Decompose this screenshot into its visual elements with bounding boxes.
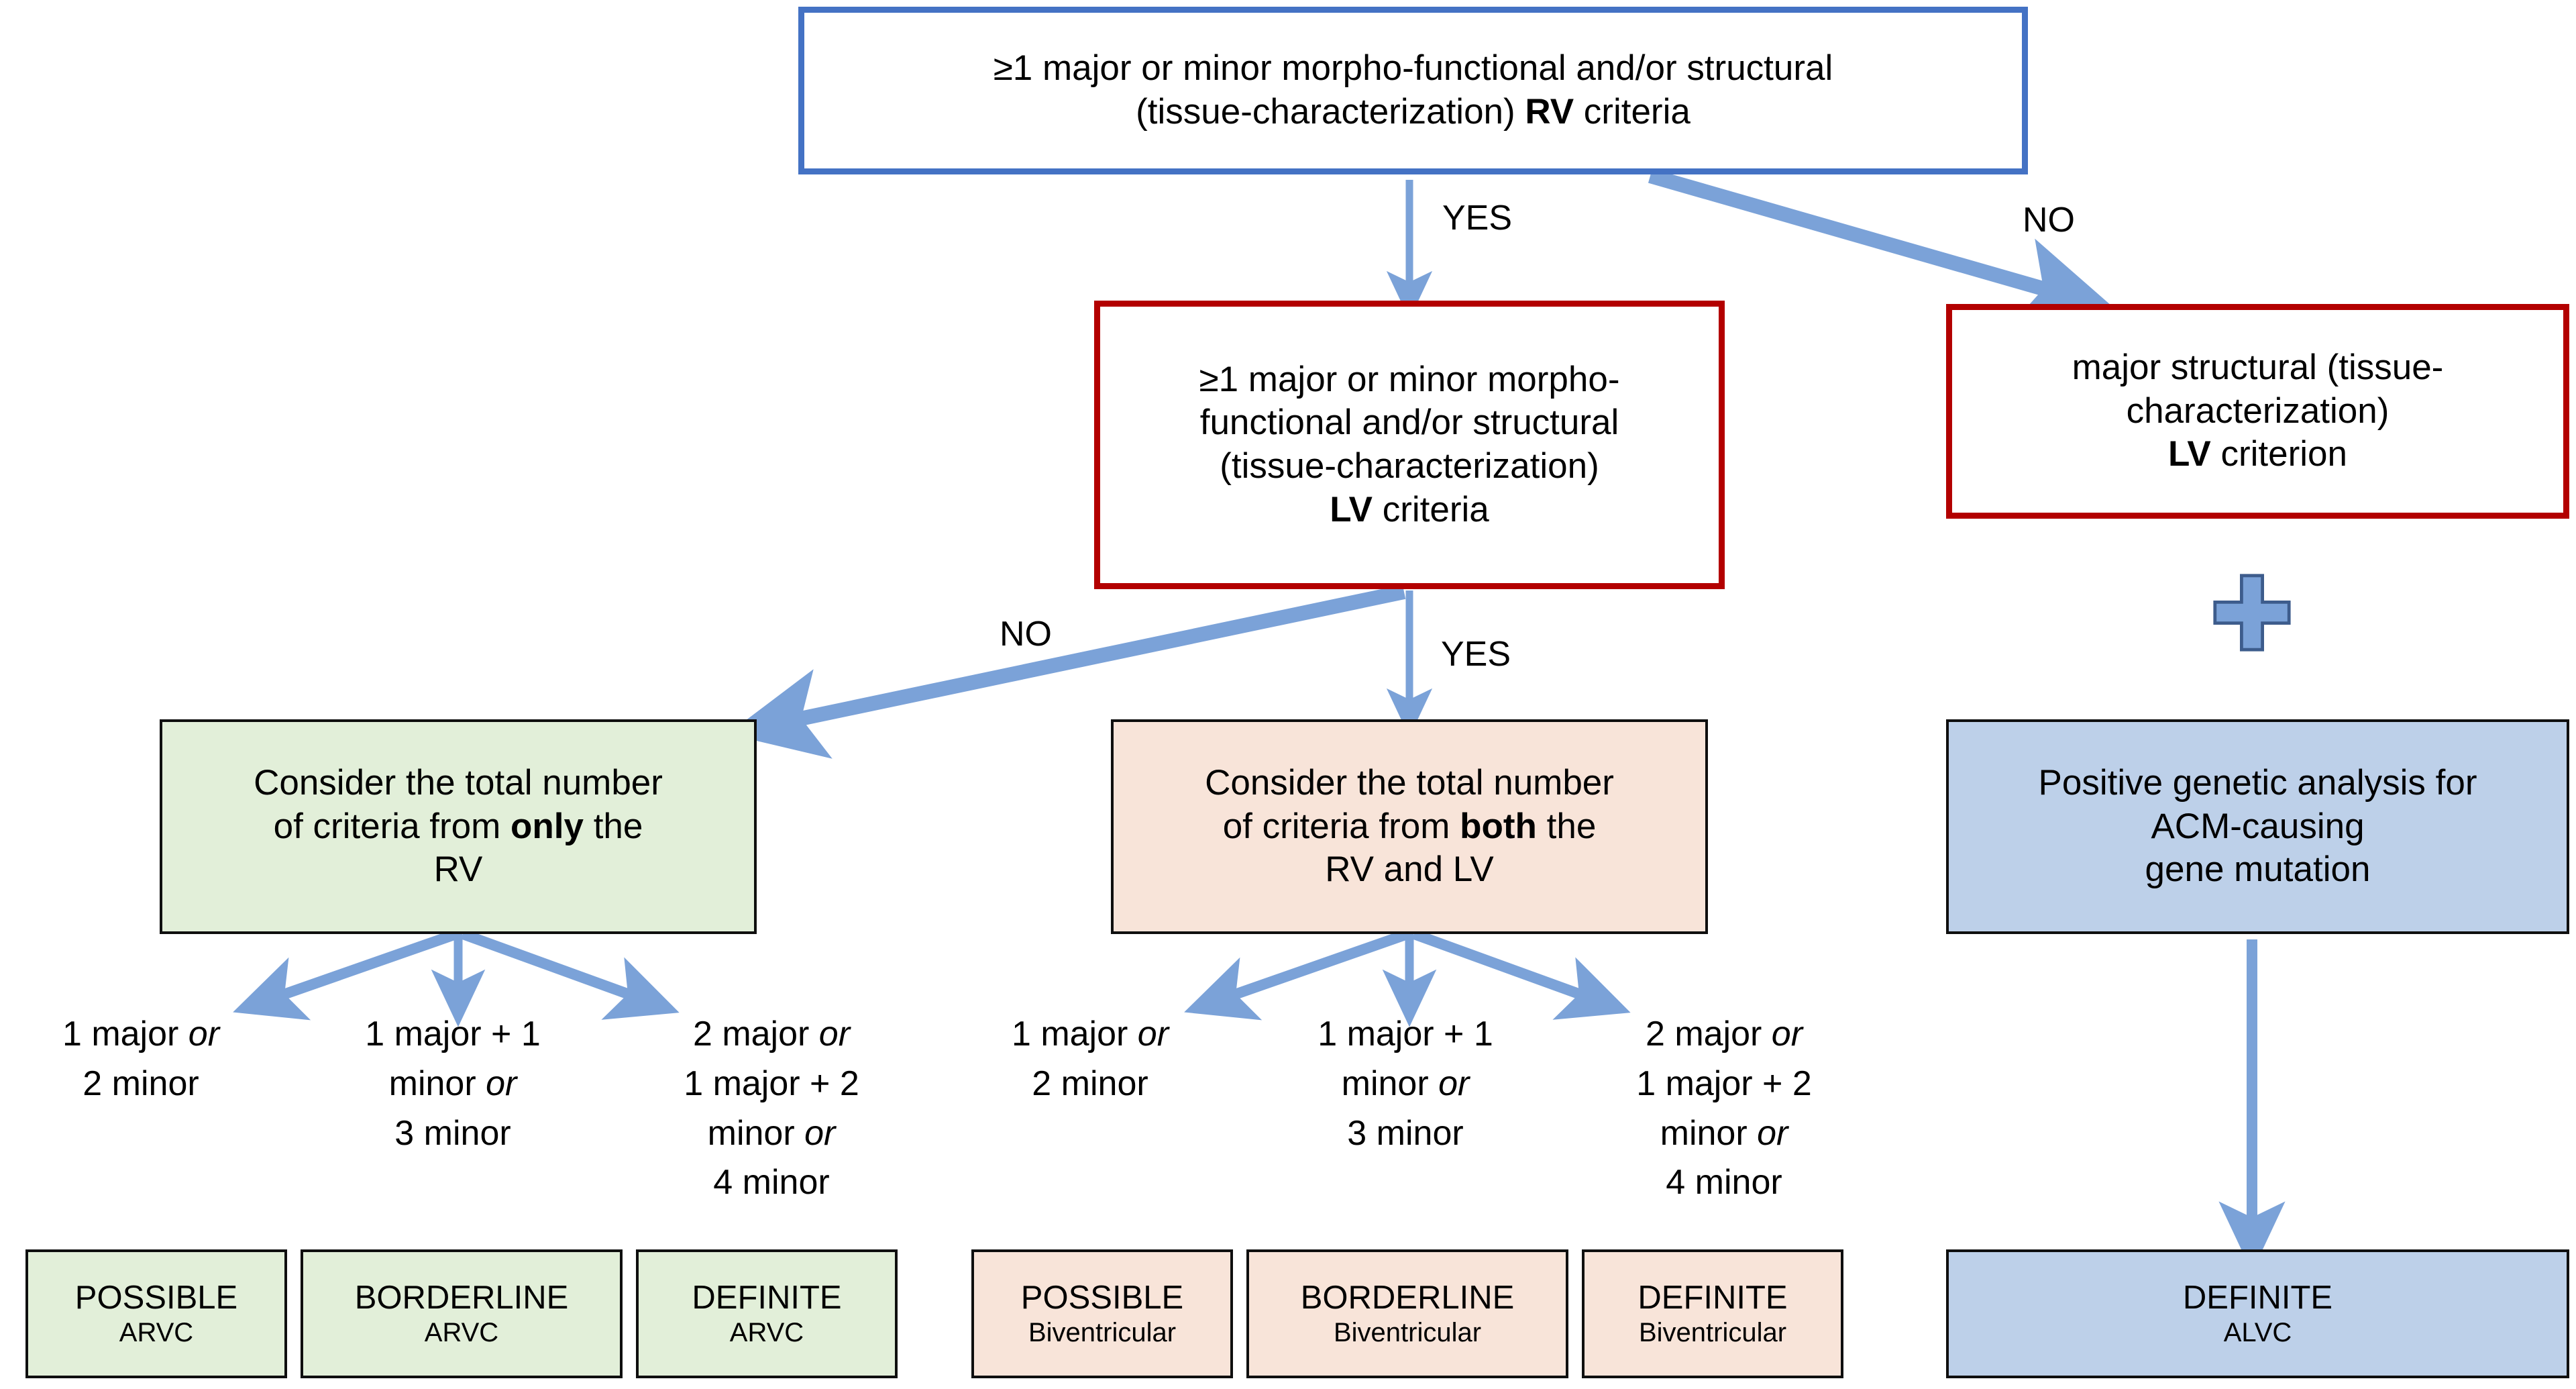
arrow-top-no bbox=[1648, 168, 2116, 327]
node-lv-criteria-line4: LV criteria bbox=[1330, 488, 1489, 532]
outcome-title: POSSIBLE bbox=[74, 1280, 238, 1317]
node-lv-criterion-line2: characterization) bbox=[2126, 391, 2390, 431]
node-lv-criteria-line3: (tissue-characterization) bbox=[1220, 446, 1599, 486]
criteria-biv-0: 1 major or 2 minor bbox=[976, 1010, 1204, 1109]
arrow-biv-right bbox=[1412, 929, 1631, 1020]
consider-both-line2-bold: both bbox=[1460, 806, 1537, 846]
consider-rv-line2-post: the bbox=[583, 806, 643, 846]
outcome-sub: Biventricular bbox=[1028, 1318, 1177, 1348]
genetic-line3: gene mutation bbox=[2145, 850, 2371, 890]
arrow-rv-left bbox=[233, 929, 458, 1021]
criteria-line: 4 minor bbox=[713, 1163, 830, 1202]
consider-both-line1: Consider the total number bbox=[1205, 763, 1614, 803]
node-rv-criteria-line2: (tissue-characterization) RV criteria bbox=[1136, 91, 1690, 134]
node-lv-criteria-line1: ≥1 major or minor morpho- bbox=[1199, 359, 1620, 399]
criteria-line: 3 minor bbox=[394, 1113, 511, 1153]
outcome-arvc-1[interactable]: BORDERLINE ARVC bbox=[301, 1249, 623, 1378]
criteria-rv-0: 1 major or 2 minor bbox=[27, 1010, 255, 1109]
outcome-biventricular-2[interactable]: DEFINITE Biventricular bbox=[1582, 1249, 1843, 1378]
outcome-title: DEFINITE bbox=[2182, 1280, 2333, 1317]
edge-label-top-yes: YES bbox=[1442, 199, 1513, 238]
criteria-line: 2 major or bbox=[1645, 1015, 1803, 1053]
consider-rv-line1: Consider the total number bbox=[254, 763, 663, 803]
outcome-title: POSSIBLE bbox=[1020, 1280, 1184, 1317]
criteria-line: 1 major + 2 bbox=[1636, 1064, 1812, 1103]
node-rv-criteria-line1: ≥1 major or minor morpho-functional and/… bbox=[993, 48, 1833, 89]
outcome-sub: ARVC bbox=[119, 1318, 194, 1348]
lv-criterion-post: criterion bbox=[2210, 434, 2348, 474]
genetic-line2: ACM-causing bbox=[2151, 806, 2365, 846]
node-lv-criterion-line1: major structural (tissue- bbox=[2072, 348, 2444, 388]
consider-both-line2-pre: of criteria from bbox=[1222, 806, 1460, 846]
outcome-sub: Biventricular bbox=[1333, 1318, 1482, 1348]
outcome-title: BORDERLINE bbox=[1300, 1280, 1515, 1317]
genetic-line1: Positive genetic analysis for bbox=[2038, 763, 2477, 803]
outcome-arvc-0[interactable]: POSSIBLE ARVC bbox=[25, 1249, 287, 1378]
node-consider-rv-only[interactable]: Consider the total number of criteria fr… bbox=[160, 719, 757, 934]
consider-rv-line3: RV bbox=[433, 850, 483, 890]
consider-both-line2-post: the bbox=[1536, 806, 1597, 846]
arrow-second-no bbox=[727, 584, 1406, 759]
outcome-title: DEFINITE bbox=[1638, 1280, 1788, 1317]
rv-line2-bold: RV bbox=[1525, 92, 1574, 132]
node-lv-criterion-line3: LV criterion bbox=[2168, 433, 2347, 476]
node-rv-criteria[interactable]: ≥1 major or minor morpho-functional and/… bbox=[798, 7, 2028, 174]
criteria-line: minor or bbox=[1341, 1064, 1470, 1103]
edge-label-second-no: NO bbox=[1000, 615, 1052, 654]
criteria-line: 1 major + 2 bbox=[684, 1064, 859, 1103]
criteria-line: 1 major or bbox=[1011, 1015, 1169, 1053]
criteria-line: 1 major + 1 bbox=[1318, 1015, 1493, 1053]
edge-label-top-no: NO bbox=[2023, 201, 2075, 240]
lv-criterion-bold: LV bbox=[2167, 434, 2211, 474]
outcome-alvc[interactable]: DEFINITE ALVC bbox=[1946, 1249, 2569, 1378]
criteria-line: 2 minor bbox=[1032, 1064, 1148, 1103]
lv-line4-bold: LV bbox=[1330, 489, 1373, 529]
plus-icon bbox=[2213, 574, 2291, 652]
criteria-line: 2 major or bbox=[692, 1015, 851, 1053]
criteria-biv-1: 1 major + 1 minor or 3 minor bbox=[1258, 1010, 1553, 1158]
criteria-line: minor or bbox=[707, 1113, 836, 1153]
criteria-line: 3 minor bbox=[1347, 1113, 1464, 1153]
criteria-line: 4 minor bbox=[1666, 1163, 1782, 1202]
consider-rv-line2-pre: of criteria from bbox=[273, 806, 511, 846]
rv-line2-pre: (tissue-characterization) bbox=[1136, 92, 1525, 132]
outcome-title: DEFINITE bbox=[692, 1280, 842, 1317]
node-consider-both[interactable]: Consider the total number of criteria fr… bbox=[1111, 719, 1708, 934]
lv-line4-post: criteria bbox=[1373, 489, 1489, 529]
consider-both-line2: of criteria from both the bbox=[1223, 805, 1597, 849]
outcome-sub: ARVC bbox=[424, 1318, 499, 1348]
criteria-line: 2 minor bbox=[83, 1064, 199, 1103]
consider-both-line3: RV and LV bbox=[1325, 850, 1494, 890]
node-genetic-analysis[interactable]: Positive genetic analysis for ACM-causin… bbox=[1946, 719, 2569, 934]
outcome-biventricular-0[interactable]: POSSIBLE Biventricular bbox=[971, 1249, 1233, 1378]
outcome-title: BORDERLINE bbox=[354, 1280, 569, 1317]
edge-label-second-yes: YES bbox=[1441, 635, 1511, 674]
arrow-biv-left bbox=[1184, 929, 1409, 1021]
criteria-line: minor or bbox=[388, 1064, 517, 1103]
node-lv-criteria-line2: functional and/or structural bbox=[1199, 403, 1619, 443]
criteria-rv-1: 1 major + 1 minor or 3 minor bbox=[305, 1010, 600, 1158]
outcome-arvc-2[interactable]: DEFINITE ARVC bbox=[636, 1249, 898, 1378]
criteria-rv-2: 2 major or 1 major + 2 minor or 4 minor bbox=[624, 1010, 919, 1208]
outcome-biventricular-1[interactable]: BORDERLINE Biventricular bbox=[1246, 1249, 1568, 1378]
outcome-sub: Biventricular bbox=[1638, 1318, 1787, 1348]
outcome-sub: ARVC bbox=[729, 1318, 804, 1348]
criteria-line: 1 major + 1 bbox=[365, 1015, 541, 1053]
node-lv-criterion[interactable]: major structural (tissue- characterizati… bbox=[1946, 304, 2569, 519]
outcome-sub: ALVC bbox=[2223, 1318, 2292, 1348]
node-lv-criteria[interactable]: ≥1 major or minor morpho- functional and… bbox=[1094, 301, 1725, 589]
arrow-rv-right bbox=[461, 929, 680, 1020]
criteria-biv-2: 2 major or 1 major + 2 minor or 4 minor bbox=[1576, 1010, 1872, 1208]
criteria-line: minor or bbox=[1660, 1113, 1788, 1153]
consider-rv-line2-bold: only bbox=[511, 806, 584, 846]
criteria-line: 1 major or bbox=[62, 1015, 220, 1053]
rv-line2-post: criteria bbox=[1574, 92, 1690, 132]
consider-rv-line2: of criteria from only the bbox=[274, 805, 643, 849]
